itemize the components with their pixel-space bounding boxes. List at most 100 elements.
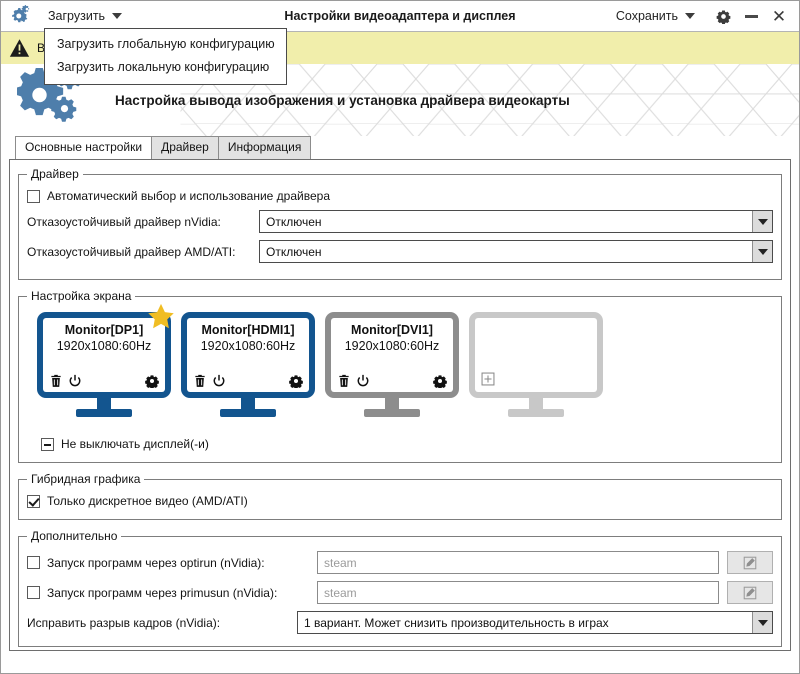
driver-group-legend: Драйвер — [31, 167, 79, 181]
monitor-actions — [193, 374, 303, 388]
trash-icon[interactable] — [337, 374, 351, 388]
monitor-name: Monitor[HDMI1] — [201, 323, 295, 337]
edit-pencil-icon — [743, 556, 757, 569]
gear-icon[interactable] — [145, 374, 159, 388]
power-icon[interactable] — [356, 374, 370, 388]
monitor-actions — [49, 374, 159, 388]
discrete-only-checkbox[interactable] — [27, 494, 40, 508]
menu-item-load-global[interactable]: Загрузить глобальную конфигурацию — [57, 37, 275, 51]
gear-icon[interactable] — [433, 374, 447, 388]
power-icon[interactable] — [212, 374, 226, 388]
monitor-resolution: 1920x1080:60Hz — [200, 339, 296, 353]
primary-star-icon — [146, 302, 176, 332]
auto-driver-row: Автоматический выбор и использование дра… — [27, 189, 773, 203]
nvidia-fallback-select[interactable]: Отключен — [259, 210, 773, 233]
primusrun-checkbox[interactable] — [27, 586, 40, 599]
warning-triangle-icon — [9, 39, 30, 57]
monitor-screen: Monitor[HDMI1] 1920x1080:60Hz — [187, 318, 309, 392]
close-icon: ✕ — [771, 6, 787, 26]
trash-icon[interactable] — [193, 374, 207, 388]
optirun-checkbox[interactable] — [27, 556, 40, 569]
edit-pencil-icon — [743, 586, 757, 599]
load-menu-label: Загрузить — [48, 9, 106, 23]
monitor-card-add-slot[interactable] — [469, 312, 603, 417]
discrete-only-label: Только дискретное видео (AMD/ATI) — [47, 494, 248, 508]
app-gears-icon — [8, 4, 32, 28]
primusrun-row: Запуск программ через primusun (nVidia):… — [27, 581, 773, 604]
load-dropdown-menu[interactable]: Загрузить глобальную конфигурацию Загруз… — [44, 28, 287, 85]
amd-fallback-label: Отказоустойчивый драйвер AMD/ATI: — [27, 244, 236, 259]
primusrun-label: Запуск программ через primusun (nVidia): — [47, 585, 278, 600]
hybrid-graphics-group: Гибридная графика Только дискретное виде… — [18, 472, 782, 520]
monitor-list: Monitor[DP1] 1920x1080:60Hz — [27, 303, 773, 423]
driver-group: Драйвер Автоматический выбор и использов… — [18, 167, 782, 280]
monitor-screen: Monitor[DP1] 1920x1080:60Hz — [43, 318, 165, 392]
optirun-row: Запуск программ через optirun (nVidia): … — [27, 551, 773, 574]
tab-content-panel: Драйвер Автоматический выбор и использов… — [9, 159, 791, 651]
primusrun-edit-button[interactable] — [727, 581, 773, 604]
monitor-name: Monitor[DVI1] — [351, 323, 433, 337]
discrete-only-row: Только дискретное видео (AMD/ATI) — [27, 494, 773, 508]
save-menu-label: Сохранить — [615, 9, 678, 23]
amd-fallback-row: Отказоустойчивый драйвер AMD/ATI: Отключ… — [27, 240, 773, 263]
auto-driver-label: Автоматический выбор и использование дра… — [47, 189, 330, 203]
tab-bar: Основные настройки Драйвер Информация — [1, 136, 799, 159]
tab-main-settings[interactable]: Основные настройки — [15, 136, 153, 159]
nvidia-fallback-value: Отключен — [266, 214, 322, 229]
tearing-fix-row: Исправить разрыв кадров (nVidia): 1 вари… — [27, 611, 773, 634]
screen-group-legend: Настройка экрана — [31, 289, 132, 303]
warning-text: В — [37, 41, 46, 55]
tearing-fix-value: 1 вариант. Может снизить производительно… — [304, 615, 609, 630]
keep-display-on-row: Не выключать дисплей(-и) — [41, 437, 773, 451]
additional-group-legend: Дополнительно — [31, 529, 118, 543]
close-button[interactable]: ✕ — [765, 3, 793, 29]
gear-icon — [716, 10, 730, 24]
amd-fallback-select[interactable]: Отключен — [259, 240, 773, 263]
monitor-card-dp1[interactable]: Monitor[DP1] 1920x1080:60Hz — [37, 303, 174, 417]
header-title: Настройка вывода изображения и установка… — [115, 92, 570, 108]
monitor-actions — [337, 374, 447, 388]
optirun-label: Запуск программ через optirun (nVidia): — [47, 555, 265, 570]
chevron-down-icon — [752, 211, 772, 232]
gear-icon[interactable] — [289, 374, 303, 388]
monitor-card-hdmi1[interactable]: Monitor[HDMI1] 1920x1080:60Hz — [181, 312, 315, 417]
additional-group: Дополнительно Запуск программ через opti… — [18, 529, 782, 647]
chevron-down-icon — [112, 13, 123, 19]
optirun-input[interactable]: steam — [317, 551, 719, 574]
primusrun-input[interactable]: steam — [317, 581, 719, 604]
nvidia-fallback-row: Отказоустойчивый драйвер nVidia: Отключе… — [27, 210, 773, 233]
settings-button[interactable] — [709, 3, 737, 29]
monitor-card-dvi1[interactable]: Monitor[DVI1] 1920x1080:60Hz — [325, 312, 459, 417]
menu-item-load-local[interactable]: Загрузить локальную конфигурацию — [57, 60, 270, 74]
chevron-down-icon — [752, 241, 772, 262]
tearing-fix-label: Исправить разрыв кадров (nVidia): — [27, 615, 221, 630]
nvidia-fallback-label: Отказоустойчивый драйвер nVidia: — [27, 214, 221, 229]
hybrid-graphics-legend: Гибридная графика — [31, 472, 141, 486]
monitor-name: Monitor[DP1] — [64, 323, 144, 337]
tab-information[interactable]: Информация — [217, 136, 312, 159]
save-menu-button[interactable]: Сохранить — [612, 7, 699, 25]
monitor-resolution: 1920x1080:60Hz — [56, 339, 152, 353]
scroll-area[interactable]: Драйвер Автоматический выбор и использов… — [10, 160, 790, 647]
monitor-resolution: 1920x1080:60Hz — [344, 339, 440, 353]
monitor-actions — [481, 372, 591, 386]
title-bar-right-controls: Сохранить ✕ — [612, 3, 793, 29]
power-icon[interactable] — [68, 374, 82, 388]
keep-display-on-checkbox[interactable] — [41, 437, 54, 451]
monitor-screen: Monitor[DVI1] 1920x1080:60Hz — [331, 318, 453, 392]
minimize-icon — [744, 14, 758, 18]
minimize-button[interactable] — [737, 3, 765, 29]
optirun-edit-button[interactable] — [727, 551, 773, 574]
auto-driver-checkbox[interactable] — [27, 189, 40, 203]
load-menu-button[interactable]: Загрузить — [44, 7, 126, 25]
tearing-fix-select[interactable]: 1 вариант. Может снизить производительно… — [297, 611, 773, 634]
tab-driver[interactable]: Драйвер — [151, 136, 219, 159]
plus-box-icon[interactable] — [481, 372, 495, 386]
chevron-down-icon — [752, 612, 772, 633]
amd-fallback-value: Отключен — [266, 244, 322, 259]
screen-group: Настройка экрана Monitor[DP1] 1920 — [18, 289, 782, 463]
monitor-screen — [475, 318, 597, 392]
trash-icon[interactable] — [49, 374, 63, 388]
chevron-down-icon — [685, 13, 695, 19]
